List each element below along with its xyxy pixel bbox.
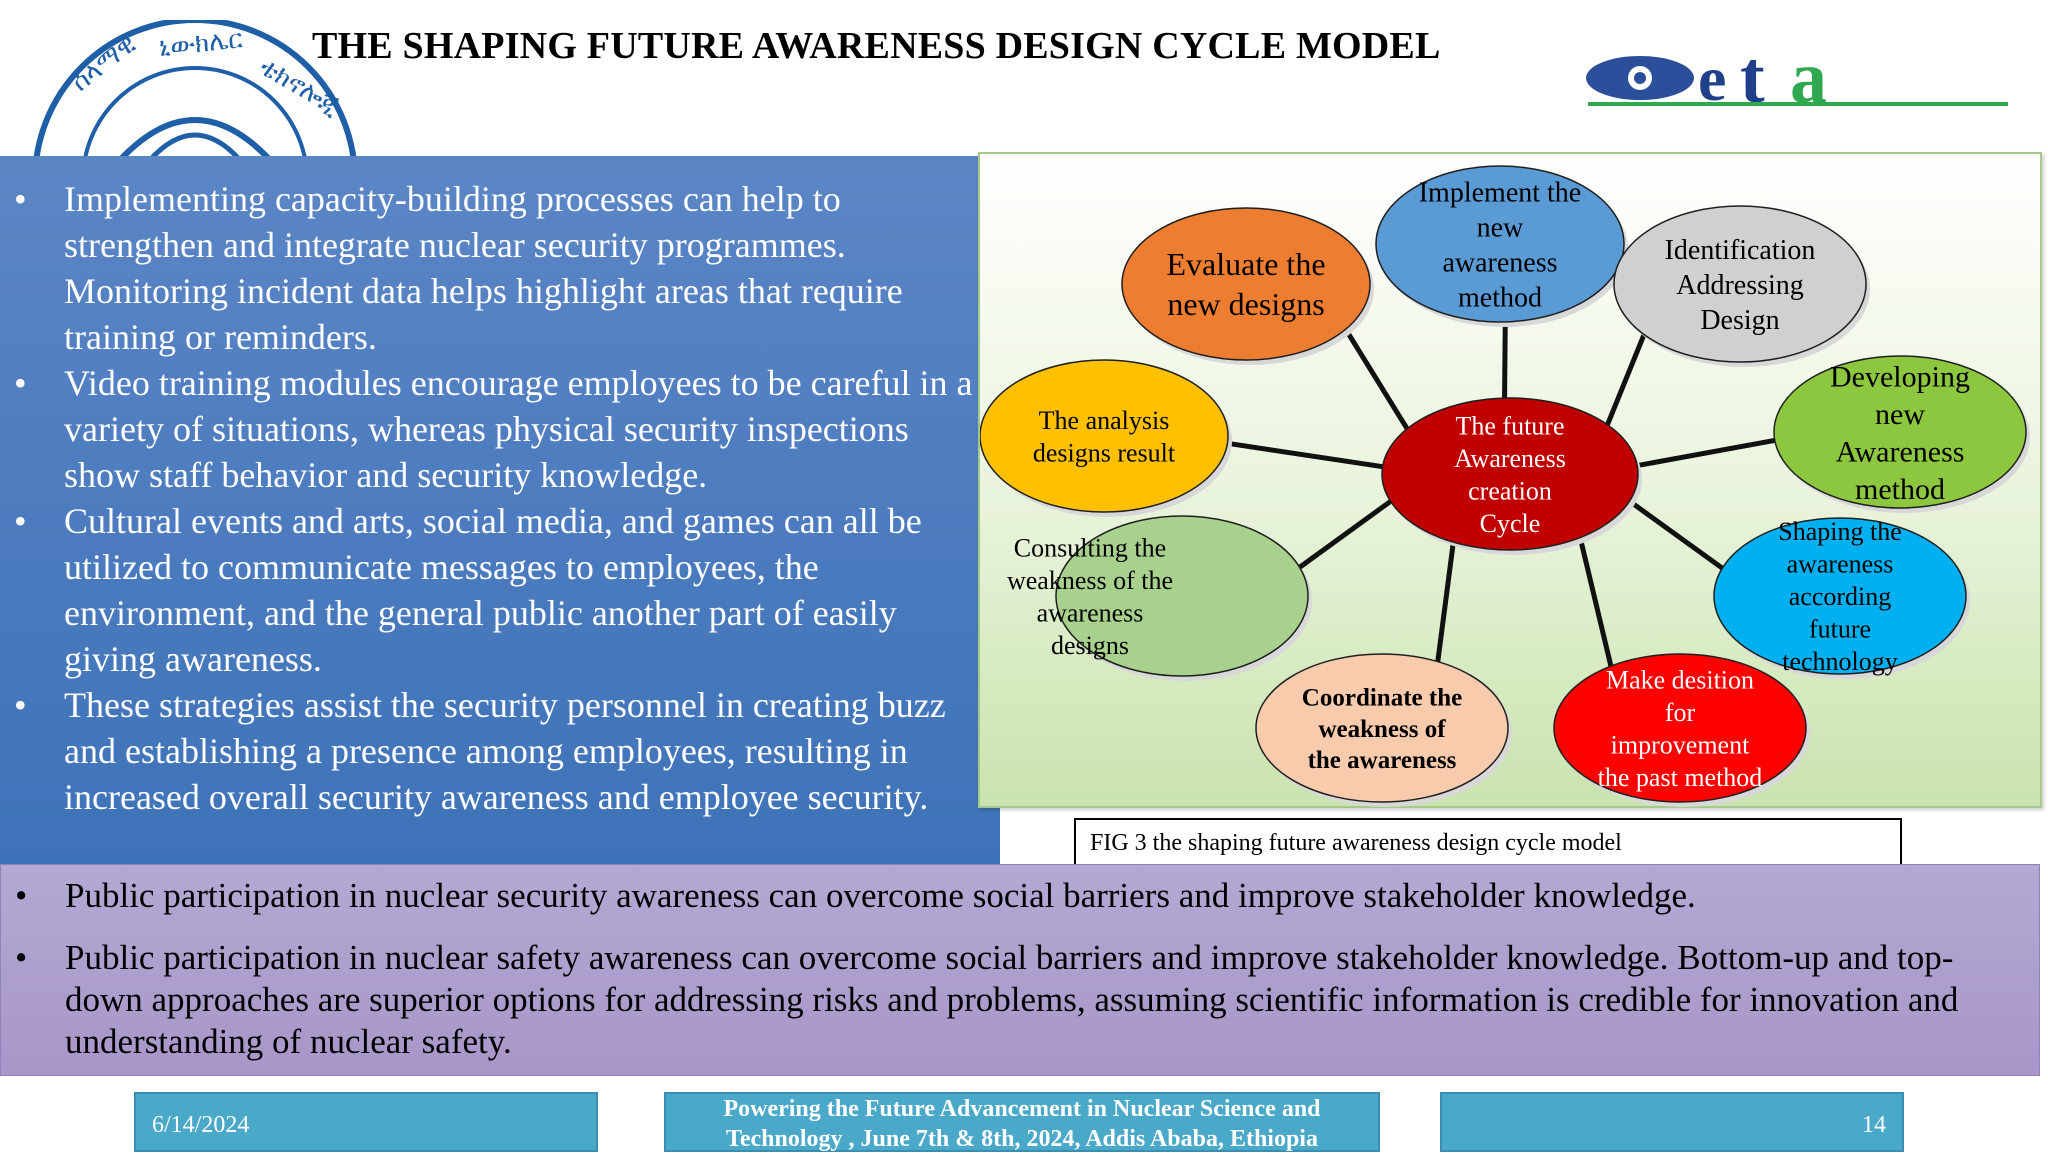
node-ellipse xyxy=(980,359,1229,513)
bottom-bullet-item: • Public participation in nuclear securit… xyxy=(1,875,2039,917)
cycle-node-shaping: Shaping the awareness according future techn… xyxy=(1713,517,1970,679)
node-label-line: Make desition xyxy=(1606,665,1754,694)
bullet-marker: • xyxy=(15,876,28,915)
bullet-text: Public participation in nuclear security… xyxy=(65,876,1696,915)
node-label-line: Evaluate the xyxy=(1166,246,1325,282)
cycle-node-analysis: The analysis designs result xyxy=(980,359,1232,517)
connector-line xyxy=(1224,440,1386,470)
connector-line xyxy=(1634,437,1778,469)
node-label-line: awareness xyxy=(1442,247,1557,278)
svg-text:t: t xyxy=(1740,48,1765,108)
left-bullet-item: • Video training modules encourage employ… xyxy=(0,360,1000,498)
connector-line xyxy=(1604,331,1648,428)
node-label-line: designs result xyxy=(1033,438,1176,467)
cycle-node-evaluate: Evaluate the new designs xyxy=(1121,207,1374,365)
node-label-line: Design xyxy=(1700,305,1779,336)
left-bullet-item: • Cultural events and arts, social media,… xyxy=(0,498,1000,682)
left-bullet-item: • These strategies assist the security pe… xyxy=(0,682,1000,820)
node-ellipse xyxy=(1713,517,1967,675)
footer-page-number: 14 xyxy=(1440,1092,1904,1152)
node-label-line: awareness xyxy=(1787,550,1894,579)
cycle-node-implement: Implement the new awareness method xyxy=(1375,165,1628,327)
footer-date: 6/14/2024 xyxy=(134,1092,598,1152)
connector-line xyxy=(1577,535,1614,669)
node-label-line: Implement the xyxy=(1419,177,1582,208)
slide-title: THE SHAPING FUTURE AWARENESS DESIGN CYCL… xyxy=(312,25,1441,67)
svg-text:ኒውክሌር: ኒውክሌር xyxy=(158,24,245,63)
node-label-line: according xyxy=(1789,582,1892,611)
node-label-line: awareness xyxy=(1037,598,1144,627)
cycle-node-coordinate: Coordinate the weakness of the awareness xyxy=(1255,653,1512,807)
node-ellipse xyxy=(1773,355,2027,509)
node-label-line: Identification xyxy=(1665,235,1816,266)
node-label-line: Awareness xyxy=(1836,435,1965,468)
node-label-line: weakness of the xyxy=(1007,566,1173,595)
bullet-marker: • xyxy=(14,363,27,403)
node-label-line: Consulting the xyxy=(1014,533,1166,562)
bottom-bullet-item: • Public participation in nuclear safety… xyxy=(1,937,2039,1063)
node-label-line: method xyxy=(1855,473,1945,506)
connector-line xyxy=(1296,497,1394,571)
bottom-bullet-panel: • Public participation in nuclear securit… xyxy=(0,864,2040,1076)
node-label-line: The future xyxy=(1455,411,1564,440)
node-label-line: Developing xyxy=(1830,360,1970,393)
node-label-line: Addressing xyxy=(1676,270,1804,301)
node-label-line: new designs xyxy=(1167,286,1324,322)
left-bullet-item: • Implementing capacity-building processe… xyxy=(0,176,1000,360)
node-label-line: Awareness xyxy=(1454,444,1566,473)
bullet-marker: • xyxy=(14,501,27,541)
cycle-node-make-decision: Make desition for improvement the past meth… xyxy=(1553,653,1810,807)
connector-line xyxy=(1502,320,1508,400)
node-label-line: the past method xyxy=(1598,763,1763,792)
eta-logo: e t a xyxy=(1586,48,2008,108)
connector-line xyxy=(1435,540,1457,664)
node-ellipse xyxy=(1381,397,1639,551)
connector-line xyxy=(1342,326,1411,432)
org-seal-logo: ሰላማዊ ኒውክሌር ቴክኖሎጂ xyxy=(33,20,357,160)
bullet-text: Public participation in nuclear safety a… xyxy=(65,938,1959,1061)
connector-line xyxy=(1626,497,1726,572)
node-label-line: designs xyxy=(1051,631,1129,660)
node-label-line: Shaping the xyxy=(1778,517,1902,546)
node-label-line: for xyxy=(1665,698,1696,727)
node-ellipse xyxy=(1553,653,1807,803)
cycle-node-consulting: Consulting the weakness of the awareness de… xyxy=(1007,515,1312,681)
figure-caption: FIG 3 the shaping future awareness desig… xyxy=(1074,818,1902,866)
node-ellipse xyxy=(1121,207,1371,361)
bullet-text: These strategies assist the security per… xyxy=(64,685,946,817)
node-ellipse xyxy=(1613,205,1867,363)
node-ellipse xyxy=(1055,515,1309,677)
node-label-line: new xyxy=(1875,398,1925,431)
node-label-line: weakness of xyxy=(1318,716,1446,743)
node-label-line: method xyxy=(1458,282,1542,313)
bullet-text: Video training modules encourage employe… xyxy=(64,363,973,495)
node-label-line: Cycle xyxy=(1480,509,1541,538)
node-label-line: Coordinate the xyxy=(1302,685,1462,712)
footer-event: Powering the Future Advancement in Nucle… xyxy=(664,1092,1380,1152)
node-label-line: the awareness xyxy=(1308,747,1457,774)
svg-text:a: a xyxy=(1790,48,1827,108)
node-label-line: future xyxy=(1809,615,1871,644)
cycle-diagram: Implement the new awareness method Identific… xyxy=(978,152,2042,808)
bullet-marker: • xyxy=(15,938,28,977)
bullet-marker: • xyxy=(14,179,27,219)
bullet-text: Implementing capacity-building processes… xyxy=(64,179,903,357)
node-label-line: creation xyxy=(1468,476,1552,505)
node-ellipse xyxy=(1255,653,1509,803)
node-label-line: new xyxy=(1477,212,1524,243)
node-label-line: improvement xyxy=(1611,730,1750,759)
node-label-line: The analysis xyxy=(1039,406,1170,435)
bullet-text: Cultural events and arts, social media, … xyxy=(64,501,922,679)
bullet-marker: • xyxy=(14,685,27,725)
node-label-line: technology xyxy=(1782,647,1898,676)
node-ellipse xyxy=(1375,165,1625,323)
svg-text:e: e xyxy=(1698,48,1726,108)
left-bullet-panel: • Implementing capacity-building processe… xyxy=(0,156,1000,868)
cycle-diagram-svg: Implement the new awareness method Identific… xyxy=(980,165,2030,807)
